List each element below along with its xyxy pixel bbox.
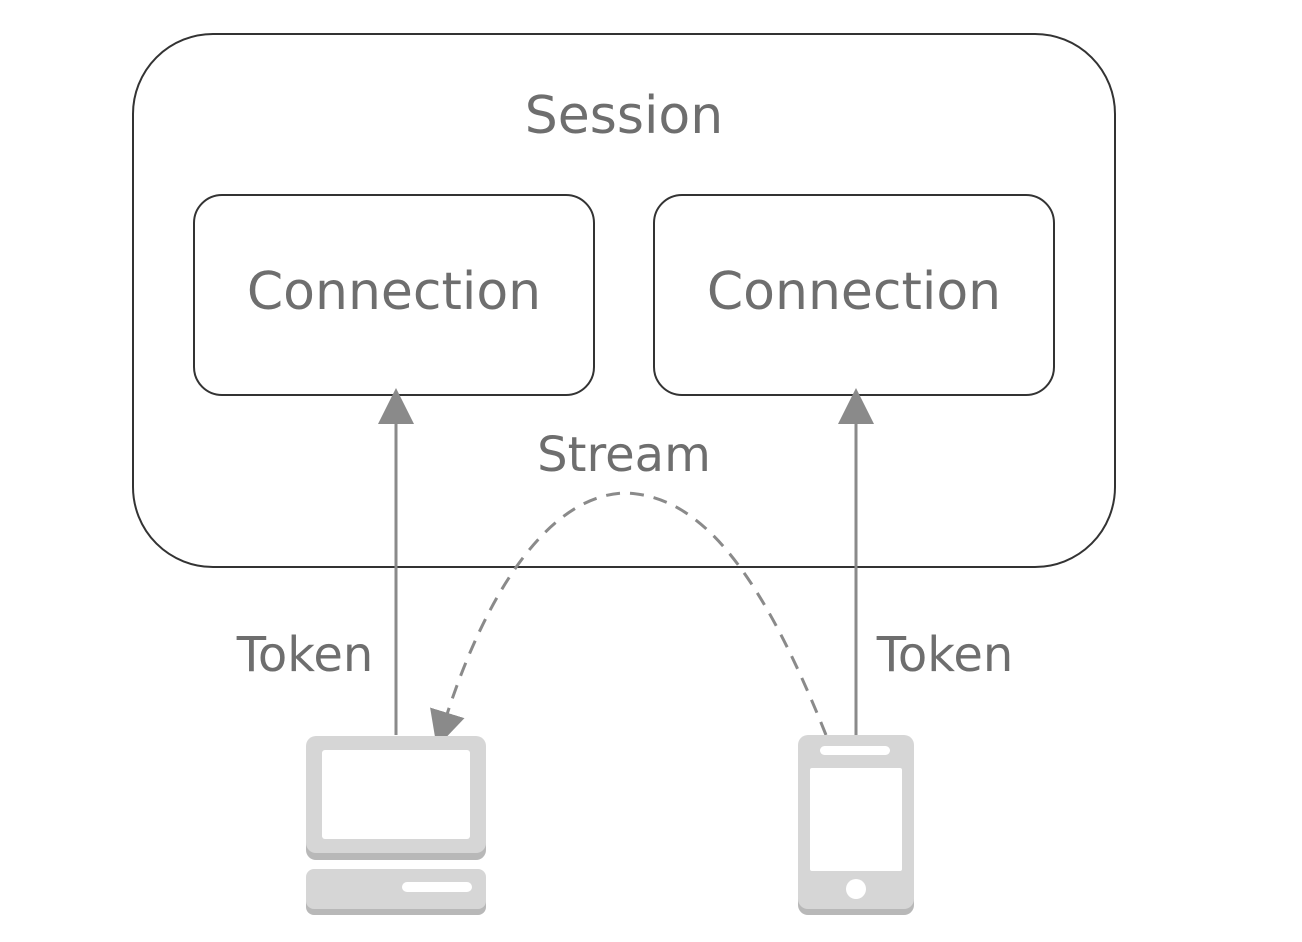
connection-box-left: Connection <box>193 194 595 396</box>
session-label: Session <box>525 86 723 146</box>
desktop-computer-icon <box>306 736 486 915</box>
connection-label-left: Connection <box>247 262 541 322</box>
connection-box-right: Connection <box>653 194 1055 396</box>
token-label-left: Token <box>236 627 374 683</box>
stream-arrow <box>430 491 828 748</box>
smartphone-icon <box>798 735 914 915</box>
token-label-right: Token <box>876 627 1014 683</box>
connection-label-right: Connection <box>707 262 1001 322</box>
session-box: Session <box>132 33 1116 568</box>
stream-label: Stream <box>537 427 711 483</box>
